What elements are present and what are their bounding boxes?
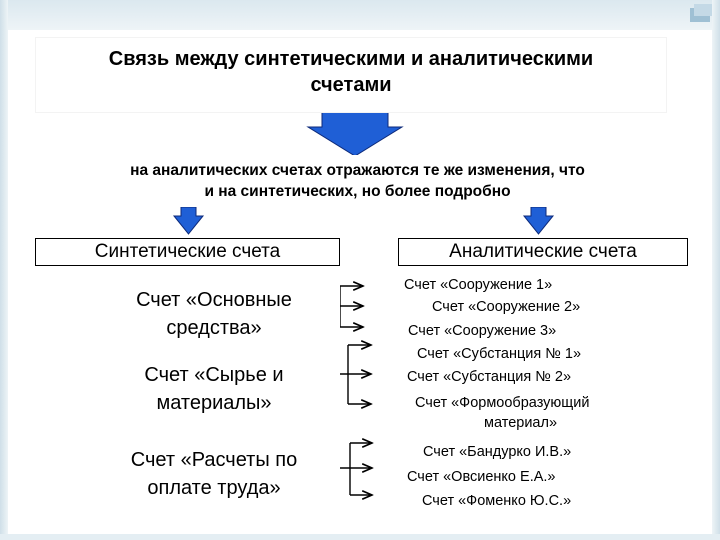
analytic-account: Счет «Сооружение 2» [432,298,581,316]
analytic-account: Счет «Сооружение 1» [404,276,553,294]
title-line-2: счетами [310,74,392,96]
synthetic-account-label: оплате труда» [147,477,281,499]
slide-frame-top [0,0,720,30]
main-down-arrow [306,111,404,157]
analytic-account: Счет «Субстанция № 2» [407,368,572,386]
analytic-account: Счет «Сооружение 3» [408,322,557,340]
synthetic-account-label: Счет «Сырье и [144,364,284,386]
analytic-account: Счет «Формообразующий [415,394,590,412]
left-down-arrow [172,206,205,235]
analytic-account: Счет «Субстанция № 1» [417,345,582,363]
description-box: на аналитических счетах отражаются те же… [55,155,660,207]
slide-frame-right [712,0,720,540]
right-down-arrow [522,206,555,235]
description-line-2: и на синтетических, но более подробно [204,183,511,200]
title-line-1: Связь между синтетическими и аналитическ… [108,48,594,70]
synthetic-account-label: Счет «Основные [136,289,292,311]
synthetic-account-label: Счет «Расчеты по [130,449,298,471]
diagram-title: Связь между синтетическими и аналитическ… [36,38,666,112]
synthetic-account-label: средства» [166,317,262,339]
slide-frame-left [0,0,8,540]
analytic-header: Аналитические счета [398,238,688,266]
slide-frame-bottom [0,534,720,540]
analytic-account: Счет «Бандурко И.В.» [423,443,572,461]
slide-corner-icon [690,4,712,22]
analytic-account: материал» [484,414,558,432]
synthetic-account-label: материалы» [156,392,272,414]
description-line-1: на аналитических счетах отражаются те же… [130,162,585,179]
analytic-account: Счет «Фоменко Ю.С.» [422,492,572,510]
synthetic-account-fixed-assets: Счет «Основные средства» [88,283,340,347]
synthetic-header: Синтетические счета [35,238,340,266]
synthetic-account-materials: Счет «Сырье и материалы» [88,355,340,425]
analytic-account: Счет «Овсиенко Е.А.» [407,468,556,486]
synthetic-account-payroll: Счет «Расчеты по оплате труда» [88,440,340,516]
